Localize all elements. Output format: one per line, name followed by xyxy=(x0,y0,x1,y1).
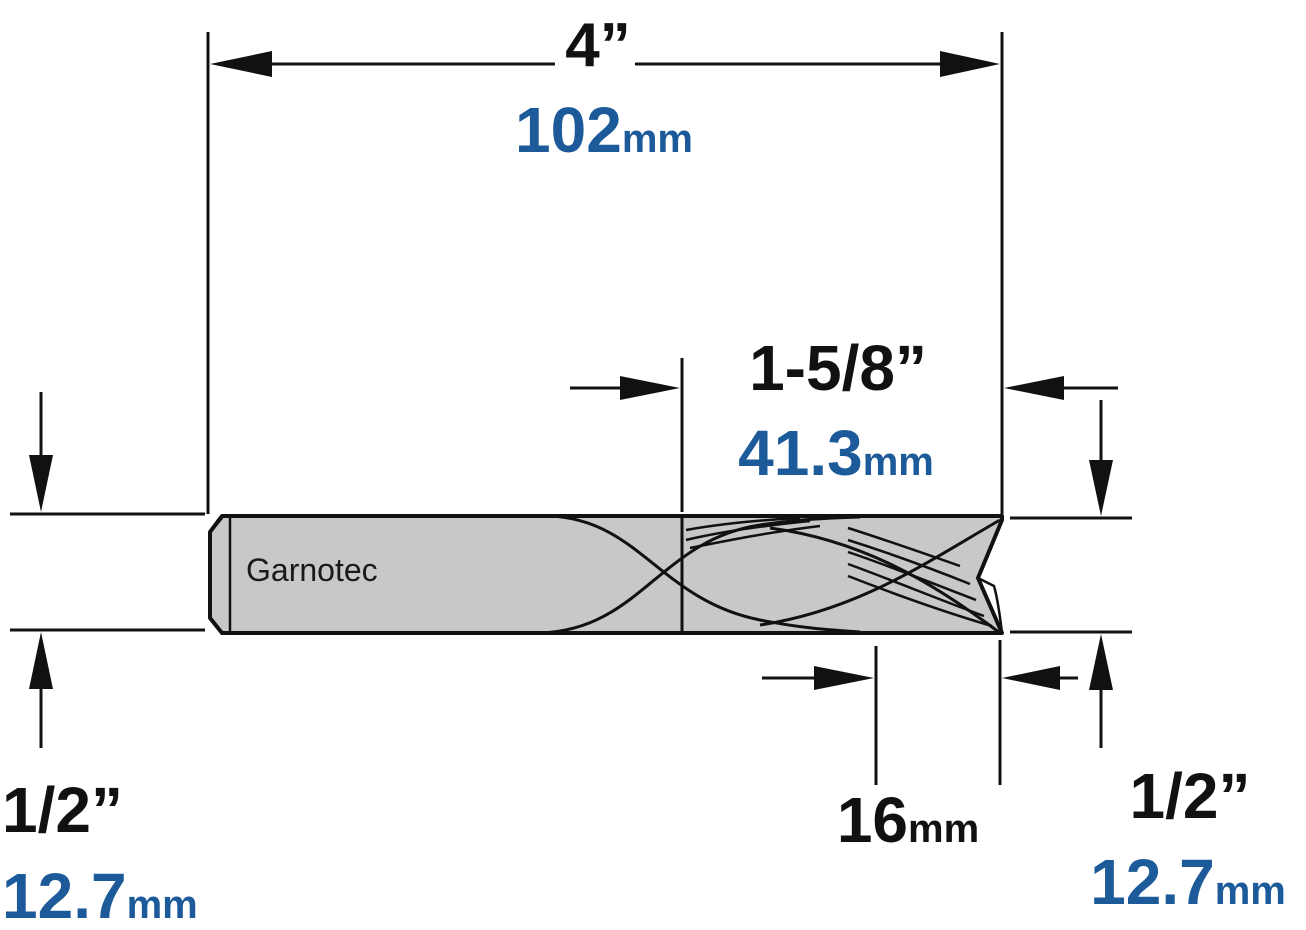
overall-length-arrow-left xyxy=(210,51,272,77)
router-bit-spiral-line-6 xyxy=(847,550,977,602)
tip-length-metric: 16mm xyxy=(837,784,979,856)
router-bit-spiral-line-5 xyxy=(847,538,971,586)
brand-label: Garnotec xyxy=(246,552,378,588)
shank-diameter-imperial: 1/2” xyxy=(2,774,123,846)
overall-length-metric-unit: mm xyxy=(622,117,693,161)
router-bit: Garnotec xyxy=(208,514,1004,635)
tip-length-metric-unit: mm xyxy=(908,807,979,851)
router-bit-spiral-line-1 xyxy=(685,516,801,532)
router-bit-spiral-line-3 xyxy=(689,524,821,550)
cutting-diameter-metric-value: 12.7 xyxy=(1090,846,1215,918)
router-bit-flute-curve-2 xyxy=(539,515,861,635)
router-bit-flute-curve-1 xyxy=(549,514,861,634)
shank-diameter-arrow-top xyxy=(29,455,53,512)
cutting-length-metric-value: 41.3 xyxy=(738,417,863,489)
cutting-length-imperial: 1-5/8” xyxy=(749,332,927,404)
tip-length-arrow-right xyxy=(1002,666,1060,690)
cutting-diameter-metric-unit: mm xyxy=(1215,869,1286,913)
cutting-length-arrow-left xyxy=(620,376,680,400)
overall-length-imperial: 4” xyxy=(565,11,630,80)
shank-diameter-metric-value: 12.7 xyxy=(2,860,127,930)
router-bit-flute-curve-4 xyxy=(759,518,1001,627)
router-bit-spiral-line-8 xyxy=(847,574,993,628)
cutting-diameter-imperial: 1/2” xyxy=(1130,760,1251,832)
overall-length-dimension: 4” 102mm xyxy=(206,11,1004,514)
shank-diameter-dimension: 1/2” 12.7mm xyxy=(2,392,205,930)
shank-diameter-metric: 12.7mm xyxy=(2,860,198,930)
overall-length-arrow-right xyxy=(940,51,1000,77)
cutting-length-arrow-right xyxy=(1004,376,1064,400)
router-bit-spiral-line-4 xyxy=(847,526,961,568)
router-bit-spiral-line-2 xyxy=(685,519,811,542)
router-bit-chamfer-edge-top xyxy=(209,517,223,533)
cutting-length-dimension: 1-5/8” 41.3mm xyxy=(570,332,1118,512)
cutting-diameter-metric: 12.7mm xyxy=(1090,846,1286,918)
tip-length-dimension: 16mm xyxy=(762,640,1078,856)
router-bit-tip-edge xyxy=(977,576,1004,634)
shank-diameter-arrow-bottom xyxy=(29,632,53,689)
cutting-length-metric: 41.3mm xyxy=(738,417,934,489)
router-bit-flute-curve-3 xyxy=(769,526,1001,635)
cutting-length-metric-unit: mm xyxy=(863,440,934,484)
cutting-diameter-dimension: 1/2” 12.7mm xyxy=(1010,400,1286,918)
tip-length-metric-value: 16 xyxy=(837,784,908,856)
overall-length-metric-value: 102 xyxy=(515,94,622,166)
overall-length-metric: 102mm xyxy=(515,94,693,166)
tip-length-arrow-left xyxy=(814,666,874,690)
cutting-diameter-arrow-top xyxy=(1089,460,1113,516)
shank-diameter-metric-unit: mm xyxy=(127,883,198,927)
cutting-diameter-arrow-bottom xyxy=(1089,634,1113,690)
router-bit-spiral-line-7 xyxy=(847,562,985,618)
